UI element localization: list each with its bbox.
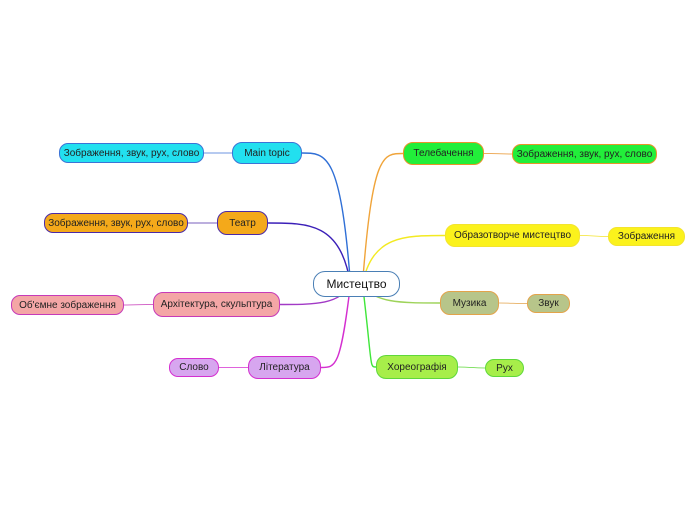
subtopic-obrazotvorche[interactable]: Зображення [608,227,685,246]
link-literatura [320,283,352,369]
topic-main-topic[interactable]: Main topic [232,142,302,164]
sublink-obrazotvorche [579,235,609,237]
central-topic[interactable]: Мистецтво [313,271,400,297]
topic-arkhitektura-label: Архітектура, скульптура [160,299,273,310]
topic-obrazotvorche[interactable]: Образотворче мистецтво [445,224,580,247]
subtopic-telebachennia-label: Зображення, звук, рух, слово [516,148,653,160]
topic-main-topic-label: Main topic [244,147,290,159]
link-obrazotvorche [361,234,446,285]
topic-khoreohrafiia[interactable]: Хореографія [376,355,458,379]
topic-literatura-label: Література [259,362,310,373]
sublink-telebachennia [483,153,513,155]
link-teatr [267,222,352,285]
link-khoreohrafiia [361,283,377,368]
subtopic-obrazotvorche-label: Зображення [617,231,676,242]
topic-muzyka-label: Музика [452,297,487,309]
topic-arkhitektura[interactable]: Архітектура, скульптура [153,292,280,317]
subtopic-arkhitektura[interactable]: Об'ємне зображення [11,295,124,315]
topic-literatura[interactable]: Література [248,356,321,379]
topic-teatr[interactable]: Театр [217,211,268,235]
subtopic-muzyka-label: Звук [538,298,559,309]
subtopic-khoreohrafiia-label: Рух [496,362,513,374]
subtopic-literatura-label: Слово [179,362,209,373]
sublink-muzyka [498,302,528,304]
topic-teatr-label: Театр [229,217,256,229]
topic-telebachennia-label: Телебачення [413,148,474,159]
sublink-khoreohrafiia [457,366,486,369]
subtopic-muzyka[interactable]: Звук [527,294,570,313]
subtopic-main-topic[interactable]: Зображення, звук, рух, слово [59,143,204,163]
topic-obrazotvorche-label: Образотворче мистецтво [453,230,572,241]
sublink-arkhitektura [123,304,154,306]
subtopic-teatr-label: Зображення, звук, рух, слово [48,217,184,229]
subtopic-literatura[interactable]: Слово [169,358,219,377]
topic-telebachennia[interactable]: Телебачення [403,142,484,165]
link-main-topic [301,152,352,285]
subtopic-telebachennia[interactable]: Зображення, звук, рух, слово [512,144,657,164]
subtopic-khoreohrafiia[interactable]: Рух [485,359,524,377]
subtopic-teatr[interactable]: Зображення, звук, рух, слово [44,213,188,233]
topic-muzyka[interactable]: Музика [440,291,499,315]
topic-khoreohrafiia-label: Хореографія [387,361,447,373]
subtopic-main-topic-label: Зображення, звук, рух, слово [63,147,200,159]
subtopic-arkhitektura-label: Об'ємне зображення [19,299,116,311]
link-telebachennia [361,152,404,285]
central-topic-label: Мистецтво [326,277,387,291]
